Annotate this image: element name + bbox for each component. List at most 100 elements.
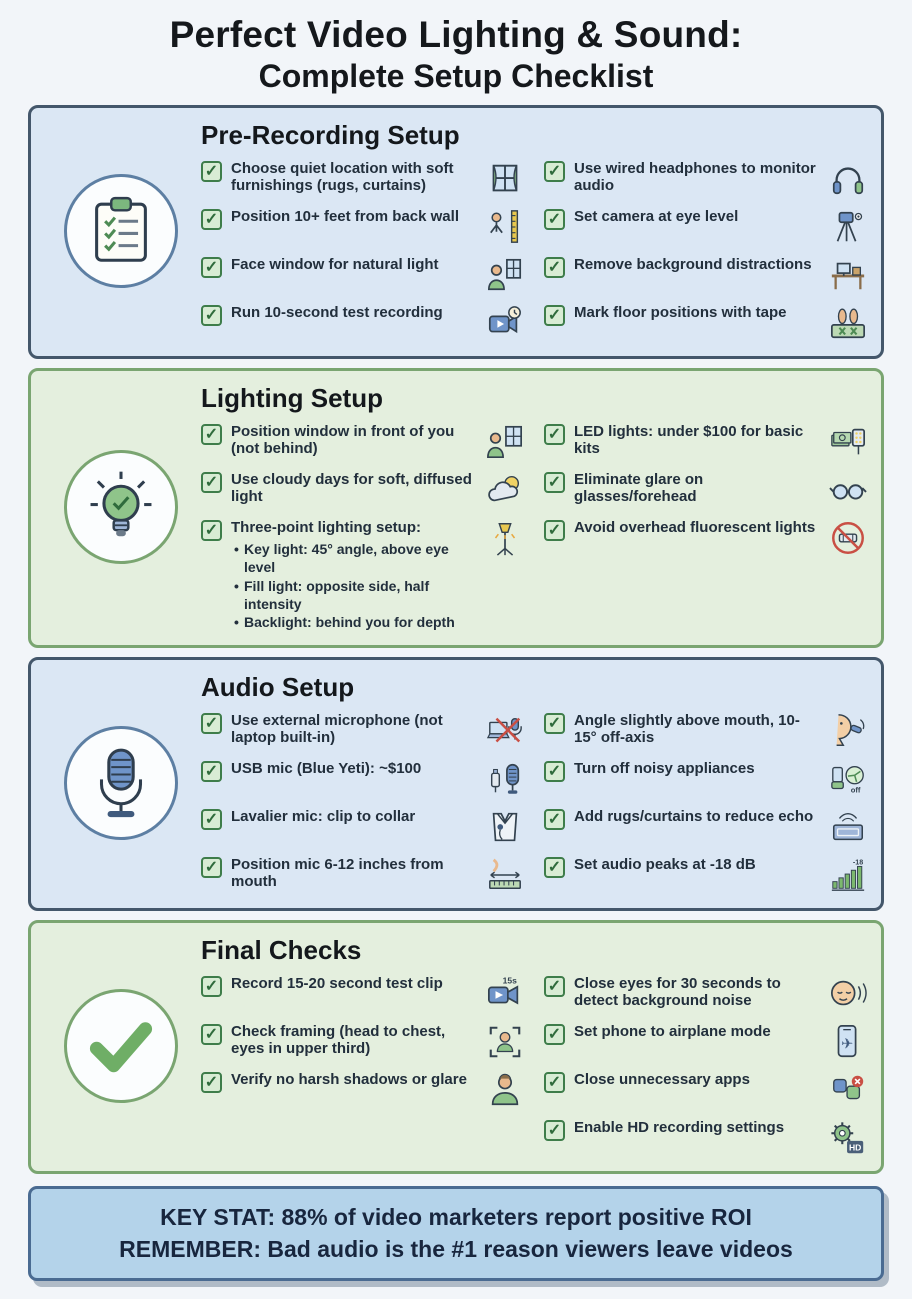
checklist-item-body: Verify no harsh shadows or glare <box>231 1071 477 1088</box>
section-badge <box>41 935 201 1157</box>
no-fluorescent-icon <box>829 519 867 557</box>
section-title: Final Checks <box>201 935 362 966</box>
svg-text:-18: -18 <box>853 859 863 867</box>
checkbox-checked[interactable]: ✓ <box>544 161 565 182</box>
checklist-item-label: Use wired headphones to monitor audio <box>574 160 816 195</box>
footer-callout: KEY STAT: 88% of video marketers report … <box>28 1186 884 1281</box>
led-kit-icon <box>829 423 867 461</box>
checklist-item-label: Set camera at eye level <box>574 208 739 225</box>
checkbox-checked[interactable]: ✓ <box>544 1072 565 1094</box>
camera-15s-icon: 15s <box>486 975 524 1013</box>
checklist-item: ✓Check framing (head to chest, eyes in u… <box>201 1023 524 1061</box>
checklist-item-body: Face window for natural light <box>231 256 477 273</box>
rug-echo-icon <box>829 808 867 846</box>
checkbox-checked[interactable]: ✓ <box>544 1120 565 1142</box>
checkbox-checked[interactable]: ✓ <box>544 520 565 541</box>
checklist-item-body: Record 15-20 second test clip <box>231 975 477 992</box>
section-columns: ✓ Position window in front of you (not be… <box>201 423 867 631</box>
lavalier-icon <box>486 808 524 846</box>
checklist-item-body: Mark floor positions with tape <box>574 304 820 321</box>
checkbox-checked[interactable]: ✓ <box>544 472 565 493</box>
checkmark-icon <box>64 989 178 1104</box>
checkbox-checked[interactable]: ✓ <box>201 976 222 998</box>
checkbox-checked[interactable]: ✓ <box>201 305 222 326</box>
section-badge <box>41 672 201 894</box>
audio-meter-icon: -18 <box>829 856 867 894</box>
sub-bullet: Backlight: behind you for depth <box>231 613 477 631</box>
svg-text:✈: ✈ <box>841 1037 853 1053</box>
checklist-item-label: USB mic (Blue Yeti): ~$100 <box>231 760 422 778</box>
checklist-item-label: Close unnecessary apps <box>574 1071 750 1089</box>
checklist-item: ✓ Choose quiet location with soft furnish… <box>201 160 524 198</box>
checklist-item-body: Use cloudy days for soft, diffused light <box>231 471 477 506</box>
checklist-item: ✓ Use cloudy days for soft, diffused ligh… <box>201 471 524 509</box>
checkbox-checked[interactable]: ✓ <box>544 976 565 998</box>
checklist-item-body: Run 10-second test recording <box>231 304 477 321</box>
checkbox-checked[interactable]: ✓ <box>201 472 222 493</box>
column-left: ✓ Position window in front of you (not be… <box>201 423 524 631</box>
checkbox-checked[interactable]: ✓ <box>201 161 222 182</box>
person-check-icon <box>486 1071 524 1109</box>
checklist-item-body: Position mic 6-12 inches from mouth <box>231 856 477 891</box>
microphone-icon <box>64 726 178 841</box>
checkbox-checked[interactable]: ✓ <box>544 305 565 326</box>
column-left: ✓Use external microphone (not laptop bui… <box>201 712 524 894</box>
checkbox-checked[interactable]: ✓ <box>201 1072 222 1094</box>
checklist-item-label: Position mic 6-12 inches from mouth <box>231 856 444 891</box>
column-right: ✓ Use wired headphones to monitor audio ✓ S… <box>544 160 867 342</box>
desk-icon <box>829 256 867 294</box>
section-content: Pre-Recording Setup✓Choose quiet locatio… <box>201 120 867 342</box>
checkbox-checked[interactable]: ✓ <box>201 761 222 783</box>
checkbox-checked[interactable]: ✓ <box>201 1024 222 1046</box>
checkbox-checked[interactable]: ✓ <box>201 809 222 831</box>
checklist-item-body: Add rugs/curtains to reduce echo <box>574 808 820 825</box>
checklist-item-label: Position 10+ feet from back wall <box>231 208 459 225</box>
sub-bullet: Key light: 45° angle, above eye level <box>231 540 477 576</box>
checkbox-checked[interactable]: ✓ <box>544 424 565 445</box>
checklist-item: ✓Remove background distractions <box>544 256 867 294</box>
checklist-item: ✓Angle slightly above mouth, 10-15° off-… <box>544 712 867 750</box>
checkbox-checked[interactable]: ✓ <box>544 713 565 735</box>
checklist-item-label: Run 10-second test recording <box>231 304 443 321</box>
checkbox-checked[interactable]: ✓ <box>201 257 222 278</box>
section-final-checks: Final Checks ✓ Record 15-20 second test cl… <box>28 920 884 1175</box>
title-line-1: Perfect Video Lighting & Sound: <box>169 14 743 55</box>
checklist-item-label: Position window in front of you (not beh… <box>231 423 455 458</box>
checkbox-checked[interactable]: ✓ <box>201 424 222 445</box>
checkbox-checked[interactable]: ✓ <box>544 1024 565 1046</box>
no-laptop-mic-icon <box>486 712 524 750</box>
checklist-item-label: Enable HD recording settings <box>574 1119 785 1137</box>
checkbox-checked[interactable]: ✓ <box>201 520 222 541</box>
checkbox-checked[interactable]: ✓ <box>201 857 222 879</box>
checklist-item-body: LED lights: under $100 for basic kits <box>574 423 820 458</box>
checklist-item-label: Avoid overhead fluorescent lights <box>574 519 816 536</box>
checklist-item-body: Choose quiet location with soft furnishi… <box>231 160 477 195</box>
checkbox-checked[interactable]: ✓ <box>544 857 565 879</box>
checklist-item-label: Set phone to airplane mode <box>574 1023 771 1041</box>
checklist-item: ✓ Use wired headphones to monitor audio <box>544 160 867 198</box>
usb-mic-icon <box>486 760 524 798</box>
wall-distance-icon <box>486 208 524 246</box>
checkbox-checked[interactable]: ✓ <box>201 209 222 230</box>
checkbox-checked[interactable]: ✓ <box>544 761 565 783</box>
checklist-item-body: Eliminate glare on glasses/forehead <box>574 471 820 506</box>
sub-bullet: Fill light: opposite side, half intensit… <box>231 577 477 613</box>
glasses-icon <box>829 471 867 509</box>
checkbox-checked[interactable]: ✓ <box>544 209 565 230</box>
checklist-item: ✓ LED lights: under $100 for basic kits <box>544 423 867 461</box>
checkbox-checked[interactable]: ✓ <box>201 713 222 735</box>
checklist-item-label: Eliminate glare on glasses/forehead <box>574 471 704 506</box>
checklist-item: ✓ Set phone to airplane mode ✈ <box>544 1023 867 1061</box>
reminder-text: REMEMBER: Bad audio is the #1 reason vie… <box>119 1236 793 1263</box>
lightbulb-icon <box>64 450 178 565</box>
checklist-item-label: Three-point lighting setup: <box>231 519 421 536</box>
checklist-item-label: Lavalier mic: clip to collar <box>231 808 416 826</box>
checkbox-checked[interactable]: ✓ <box>544 809 565 831</box>
mouth-mic-angle-icon <box>829 712 867 750</box>
checkbox-checked[interactable]: ✓ <box>544 257 565 278</box>
checklist-item: ✓ Face window for natural light <box>201 256 524 294</box>
hd-settings-icon: HD <box>829 1119 867 1157</box>
headphones-icon <box>829 160 867 198</box>
checklist-item-label: Record 15-20 second test clip <box>231 975 443 993</box>
